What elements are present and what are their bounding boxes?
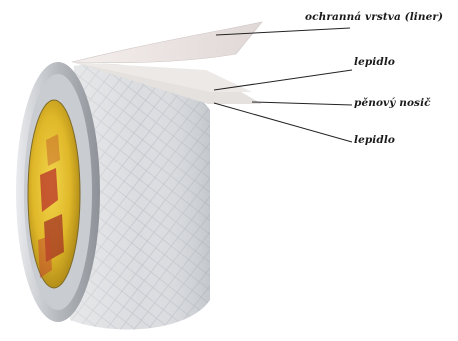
leader-line-adhesive-bottom <box>214 103 352 142</box>
liner-sheet <box>72 22 262 63</box>
leader-line-adhesive-top <box>214 70 352 90</box>
liner-label: ochranná vrstva (liner) <box>305 11 443 23</box>
adhesive-bottom-label: lepidlo <box>354 134 395 146</box>
leader-line-foam <box>252 102 352 105</box>
adhesive-top-label: lepidlo <box>354 56 395 68</box>
foam-carrier-label: pěnový nosič <box>354 97 431 109</box>
